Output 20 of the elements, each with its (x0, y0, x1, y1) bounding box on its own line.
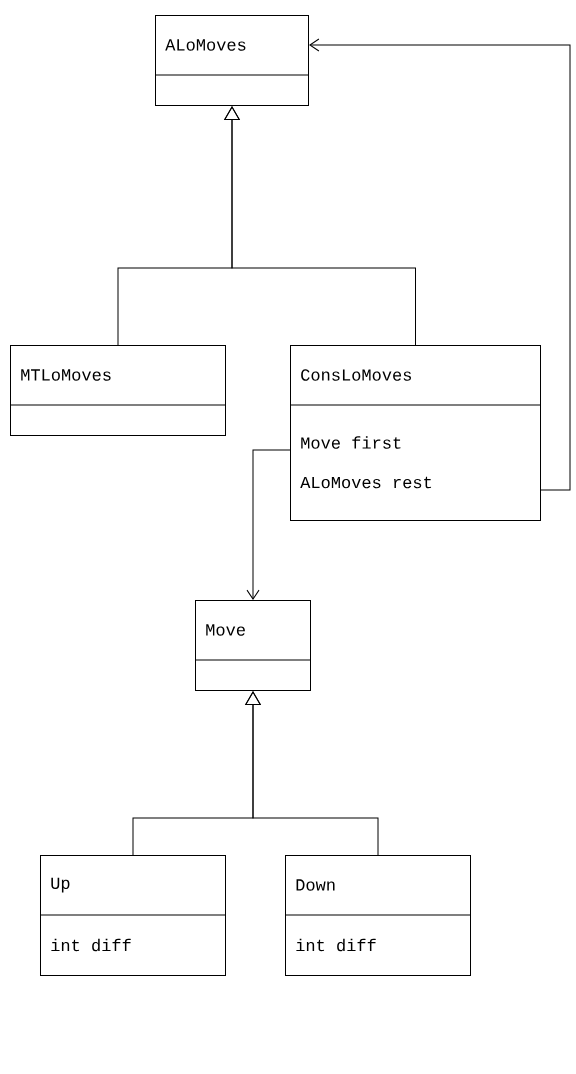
attribute-text: int diff (51, 938, 131, 952)
class-name: ConsLoMoves (301, 369, 411, 381)
arrow (309, 38, 571, 491)
class-name: MTLoMoves (21, 369, 111, 381)
attribute-text: int diff (296, 938, 376, 952)
inheritance-arrow (224, 106, 416, 346)
class-name: ALoMoves (165, 39, 246, 51)
class-box (289, 345, 541, 521)
inheritance-arrow (245, 691, 379, 856)
class-name: Down (296, 879, 335, 891)
attribute-text: ALoMoves rest (300, 476, 432, 489)
class-box (39, 855, 226, 976)
class-box (154, 15, 309, 106)
class-name: Move (206, 624, 245, 636)
arrow (246, 449, 291, 600)
class-box (194, 600, 311, 691)
class-name: Up (51, 877, 70, 893)
class-box (9, 345, 226, 436)
attribute-text: Move first (301, 436, 401, 449)
class-box (284, 855, 471, 976)
